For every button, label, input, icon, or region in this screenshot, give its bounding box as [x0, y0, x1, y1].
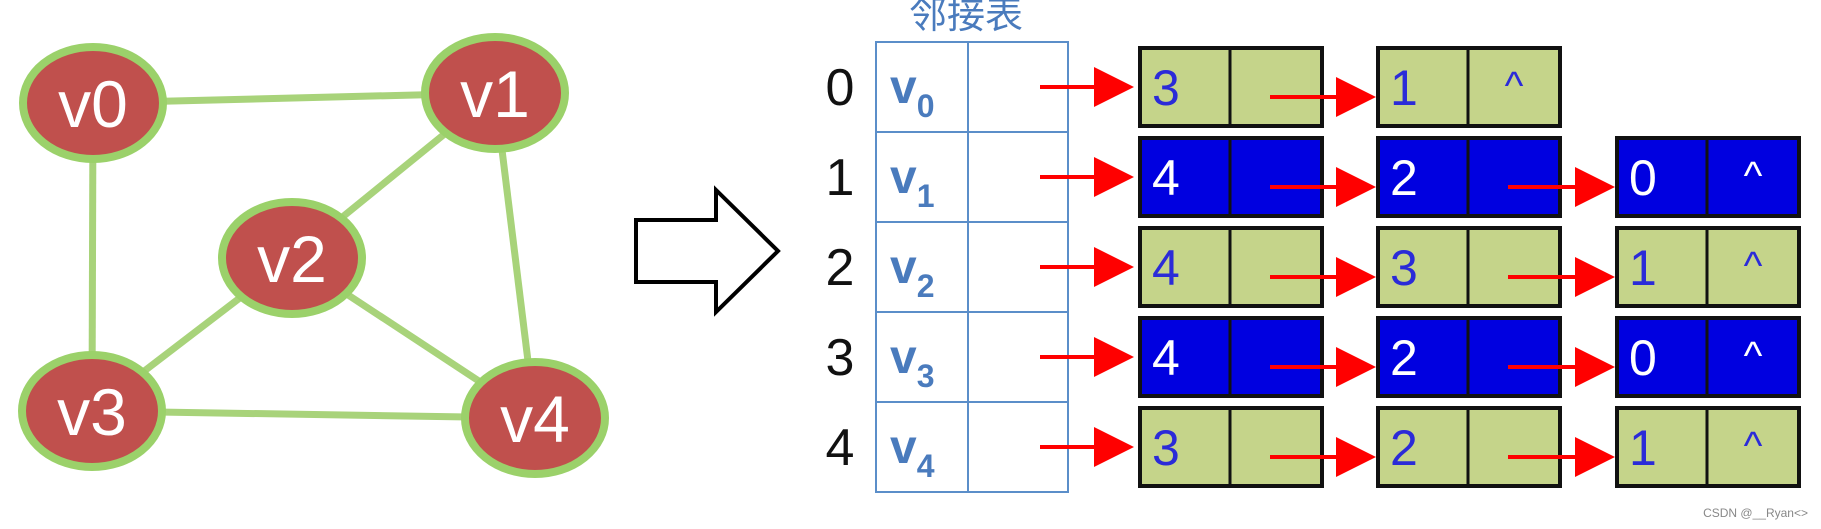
node-value: 3 — [1152, 60, 1180, 116]
row-index: 0 — [826, 59, 855, 117]
vertex-circle — [421, 33, 569, 153]
graph-vertex-v0: v0 — [19, 43, 167, 163]
row-index: 3 — [826, 329, 855, 387]
list-node: 0^ — [1615, 316, 1801, 398]
vertex-circle — [18, 351, 166, 471]
list-node: 3 — [1138, 406, 1324, 488]
node-value: 2 — [1390, 330, 1418, 386]
null-pointer: ^ — [1744, 334, 1763, 378]
row-index: 1 — [826, 149, 855, 207]
node-value: 4 — [1152, 150, 1180, 206]
list-node: 2 — [1376, 316, 1562, 398]
row-index: 4 — [826, 419, 855, 477]
list-node: 4 — [1138, 316, 1324, 398]
node-value: 1 — [1629, 420, 1657, 476]
null-pointer: ^ — [1744, 424, 1763, 468]
null-pointer: ^ — [1744, 244, 1763, 288]
vertex-circle — [218, 198, 366, 318]
list-node: 1^ — [1376, 46, 1562, 128]
row-vertex: v2 — [890, 241, 935, 304]
table-row-2: 2 v2 — [826, 239, 935, 304]
null-pointer: ^ — [1744, 154, 1763, 198]
node-value: 3 — [1390, 240, 1418, 296]
vertex-circle — [461, 358, 609, 478]
table-row-4: 4 v4 — [826, 419, 935, 484]
null-pointer: ^ — [1505, 64, 1524, 108]
list-node: 4 — [1138, 226, 1324, 308]
row-vertex: v4 — [890, 421, 935, 484]
list-node: 1^ — [1615, 226, 1801, 308]
node-value: 2 — [1390, 150, 1418, 206]
list-node: 4 — [1138, 136, 1324, 218]
node-value: 2 — [1390, 420, 1418, 476]
graph-vertex-v1: v1 — [421, 33, 569, 153]
node-value: 4 — [1152, 240, 1180, 296]
table-row-1: 1 v1 — [826, 149, 935, 214]
row-vertex: v3 — [890, 331, 935, 394]
graph-vertex-v4: v4 — [461, 358, 609, 478]
graph-vertices: v0 v1 v2 v3 v4 — [18, 33, 609, 478]
vertex-label: v4 — [500, 382, 570, 456]
table-row-0: 0 v0 — [826, 59, 935, 124]
watermark: CSDN @__Ryan<> — [1703, 506, 1808, 520]
node-value: 4 — [1152, 330, 1180, 386]
table-row-3: 3 v3 — [826, 329, 935, 394]
list-node: 1^ — [1615, 406, 1801, 488]
row-vertex: v0 — [890, 61, 935, 124]
row-vertex: v1 — [890, 151, 935, 214]
vertex-label: v1 — [460, 57, 530, 131]
vertex-label: v3 — [57, 375, 127, 449]
node-value: 1 — [1629, 240, 1657, 296]
adjacency-table: 0 v0 1 v1 2 v2 3 v3 4 v4 — [826, 41, 1069, 493]
list-node: 2 — [1376, 136, 1562, 218]
vertex-label: v0 — [58, 67, 128, 141]
list-node: 3 — [1376, 226, 1562, 308]
node-value: 0 — [1629, 330, 1657, 386]
list-node: 0^ — [1615, 136, 1801, 218]
list-node: 3 — [1138, 46, 1324, 128]
graph-vertex-v2: v2 — [218, 198, 366, 318]
node-value: 1 — [1390, 60, 1418, 116]
graph-vertex-v3: v3 — [18, 351, 166, 471]
list-node: 2 — [1376, 406, 1562, 488]
node-value: 3 — [1152, 420, 1180, 476]
adjacency-title: 邻接表 — [909, 0, 1023, 37]
node-value: 0 — [1629, 150, 1657, 206]
transform-arrow-icon — [634, 185, 781, 317]
vertex-label: v2 — [257, 222, 327, 296]
vertex-circle — [19, 43, 167, 163]
row-index: 2 — [826, 239, 855, 297]
